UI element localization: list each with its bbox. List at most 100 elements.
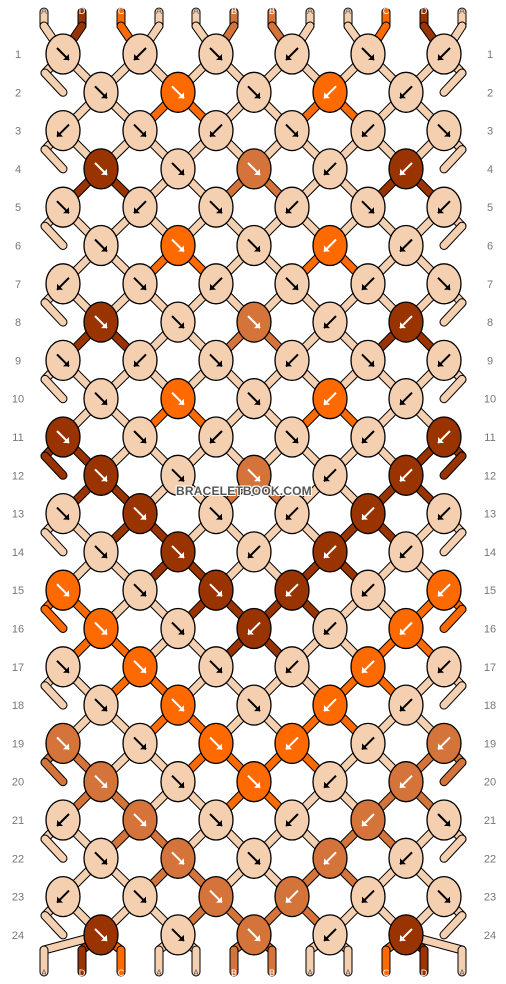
strand-letter-top: D <box>421 6 428 16</box>
row-number-right: 14 <box>484 547 496 559</box>
knot <box>274 263 310 305</box>
thread-segment <box>41 222 67 249</box>
knot <box>236 454 272 496</box>
row-number-right: 15 <box>484 585 496 597</box>
row-number-left: 15 <box>12 585 24 597</box>
knot <box>122 416 158 458</box>
row-number-right: 16 <box>484 624 496 636</box>
knot <box>388 378 424 420</box>
knot <box>274 646 310 688</box>
thread-segment <box>440 758 466 786</box>
knot <box>122 646 158 688</box>
thread-segment <box>41 529 67 556</box>
knot <box>160 761 196 803</box>
knot <box>45 263 81 305</box>
knot <box>236 761 272 803</box>
knot <box>388 71 424 113</box>
knot <box>312 761 348 803</box>
watermark-text: BRACELETBOOK.COM <box>176 484 312 498</box>
knot <box>198 263 234 305</box>
thread-segment <box>440 375 466 403</box>
knot <box>350 569 386 611</box>
knot <box>83 301 119 343</box>
knot <box>122 186 158 228</box>
knot <box>198 722 234 765</box>
knot <box>388 454 424 496</box>
knot <box>160 301 196 343</box>
knot <box>236 914 272 956</box>
knot <box>274 799 310 841</box>
knot <box>312 684 348 726</box>
knot <box>45 875 81 918</box>
thread-segment <box>41 299 67 326</box>
knot <box>274 416 310 458</box>
thread-segment <box>440 222 466 249</box>
knot <box>312 837 348 879</box>
thread-segment <box>440 69 466 96</box>
strand-letter-bottom: D <box>421 968 428 978</box>
knot <box>426 875 462 918</box>
knot <box>45 109 81 152</box>
row-number-left: 10 <box>12 394 24 406</box>
thread-segment <box>41 758 67 786</box>
knot <box>312 914 348 956</box>
strand-letter-top: A <box>193 6 199 16</box>
knot <box>388 531 424 573</box>
row-number-right: 11 <box>484 432 495 444</box>
knot <box>312 224 348 267</box>
knot <box>198 416 234 458</box>
knot <box>83 224 119 267</box>
knot <box>160 837 196 879</box>
knot <box>45 339 81 382</box>
knot <box>236 607 272 650</box>
strand-letter-bottom: C <box>118 968 125 978</box>
row-number-left: 20 <box>12 777 24 789</box>
row-number-left: 21 <box>12 815 24 827</box>
row-number-left: 24 <box>12 930 24 942</box>
knot <box>426 569 462 611</box>
row-number-right: 5 <box>487 202 493 214</box>
row-number-left: 8 <box>15 317 21 329</box>
knot <box>198 569 234 611</box>
row-number-left: 7 <box>15 279 21 291</box>
knot <box>83 684 119 726</box>
knot <box>426 646 462 688</box>
knot <box>426 416 462 458</box>
row-number-left: 11 <box>12 432 23 444</box>
knot <box>83 454 119 496</box>
knot <box>198 799 234 841</box>
strand-letter-top: D <box>79 6 86 16</box>
thread-segment <box>440 529 466 556</box>
knot <box>160 454 196 496</box>
strand-letter-bottom: A <box>156 968 162 978</box>
strand-letter-bottom: A <box>459 968 465 978</box>
knot <box>350 799 386 841</box>
thread-segment <box>41 912 67 939</box>
strand-letter-top: A <box>156 6 162 16</box>
row-number-right: 21 <box>484 815 496 827</box>
knot <box>160 224 196 267</box>
thread-segment <box>41 375 67 403</box>
row-number-left: 13 <box>12 509 24 521</box>
knot <box>388 224 424 267</box>
row-number-left: 6 <box>15 241 21 253</box>
knot <box>312 301 348 343</box>
knot <box>45 492 81 535</box>
row-number-right: 4 <box>487 164 493 176</box>
strand-letter-top: A <box>345 6 351 16</box>
strand-letter-bottom: D <box>79 968 86 978</box>
thread-segment <box>440 299 466 326</box>
knot <box>83 914 119 956</box>
knot <box>388 607 424 650</box>
strand-letter-top: C <box>118 6 125 16</box>
strand-letter-bottom: A <box>345 968 351 978</box>
row-number-left: 19 <box>12 738 24 750</box>
knot <box>83 531 119 573</box>
knot <box>426 33 462 75</box>
knot <box>45 569 81 611</box>
strand-letter-top: A <box>307 6 313 16</box>
strand-letter-bottom: A <box>193 968 199 978</box>
row-number-left: 17 <box>12 662 24 674</box>
knot <box>83 837 119 879</box>
knot <box>122 722 158 765</box>
